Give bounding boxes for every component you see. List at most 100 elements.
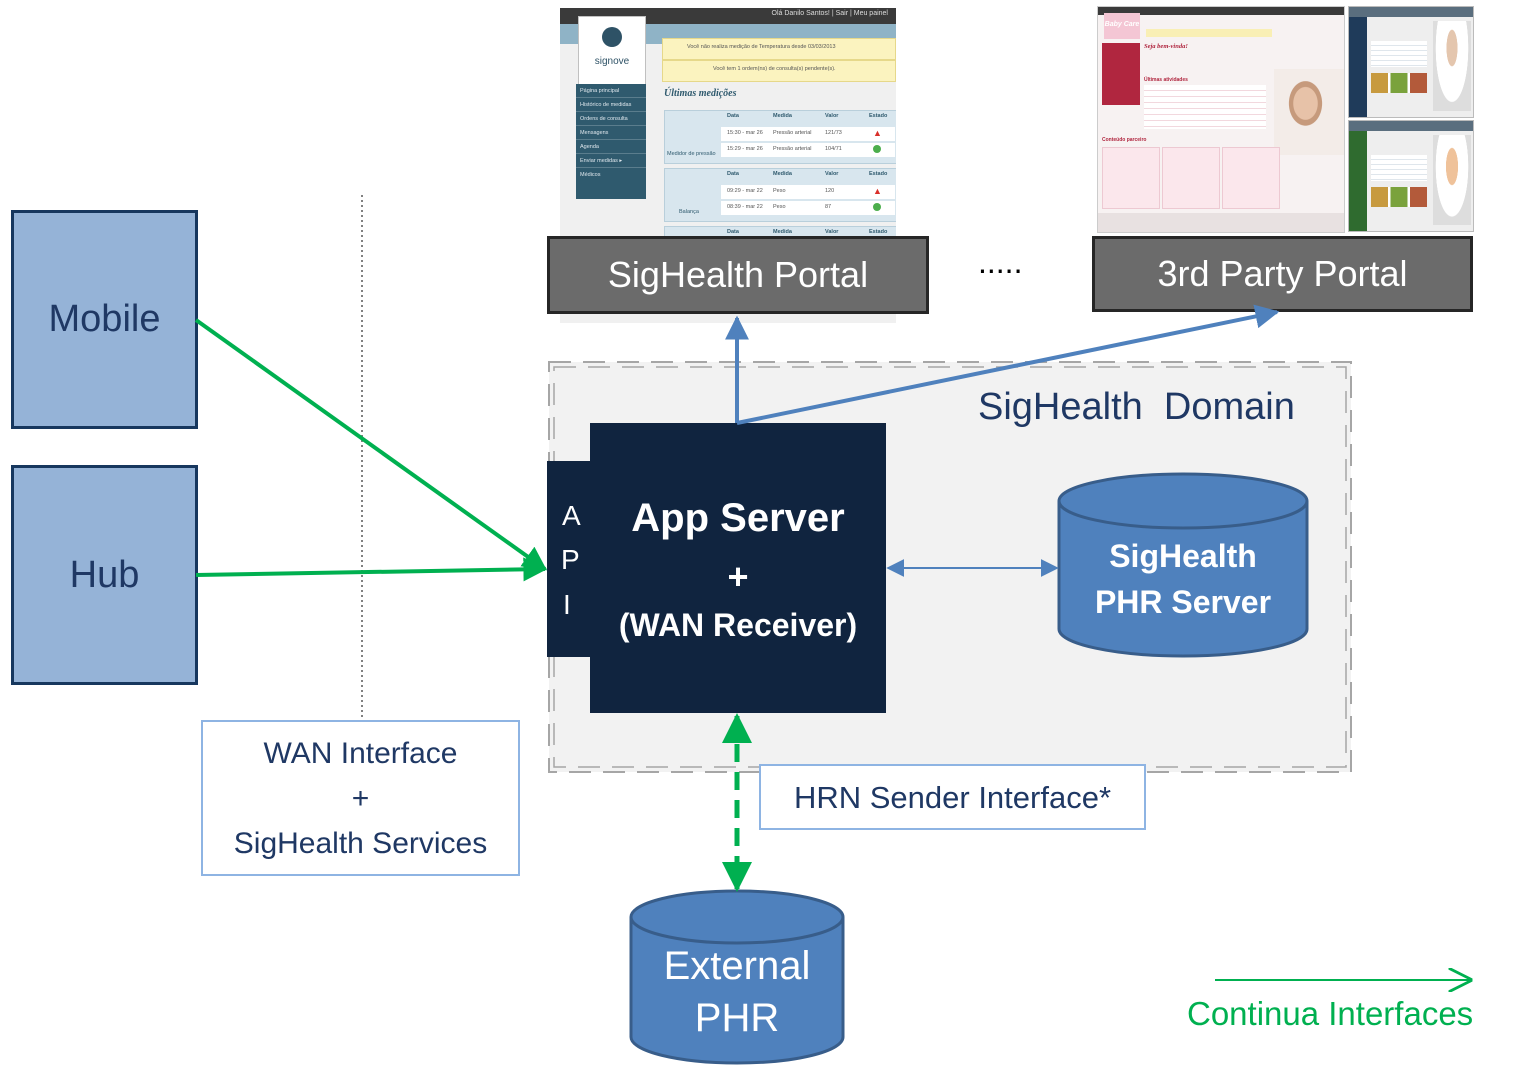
- cell-value: 87: [825, 204, 832, 210]
- col-date: Data: [727, 113, 739, 119]
- external-phr-label-1: External: [663, 944, 811, 988]
- ok-icon: [873, 203, 881, 211]
- cell-measure: Peso: [773, 188, 786, 194]
- third-party-thumbnail: [1348, 6, 1474, 118]
- signove-sidebar-item[interactable]: Histórico de medidas: [576, 98, 646, 112]
- thumb-topbar: [1349, 7, 1473, 17]
- thumb-photo: [1433, 21, 1471, 111]
- signove-logo-text: signove: [594, 56, 630, 67]
- phr-server-cylinder: [1057, 472, 1309, 658]
- hrn-sender-note: HRN Sender Interface*: [759, 764, 1146, 830]
- col-state: Estado: [869, 229, 888, 235]
- cell-date: 08:39 - mar 22: [727, 204, 763, 210]
- signove-logo-icon: [602, 27, 622, 47]
- babycare-welcome: Seja bem-vinda!: [1144, 43, 1188, 50]
- babycare-photo: [1274, 69, 1344, 155]
- thumb-food: [1371, 187, 1427, 207]
- api-letter: A: [562, 500, 581, 531]
- cell-measure: Pressão arterial: [773, 146, 812, 152]
- app-server-to-third-party-portal-link: [736, 304, 1280, 425]
- col-date: Data: [727, 229, 739, 235]
- mobile-label: Mobile: [48, 298, 161, 340]
- ok-icon: [873, 145, 881, 153]
- external-phr-label-2: PHR: [694, 996, 780, 1040]
- thumb-photo: [1433, 135, 1471, 225]
- signove-sidebar-item[interactable]: Agenda: [576, 140, 646, 154]
- babycare-logo: Baby Care: [1104, 21, 1140, 28]
- signove-alert: Você tem 1 ordem(ns) de consulta(s) pend…: [662, 60, 896, 82]
- sighealth-portal-screenshot: Olá Danilo Santos! | Sair | Meu painel s…: [560, 8, 896, 323]
- col-state: Estado: [869, 113, 888, 119]
- signove-sidebar-item[interactable]: Enviar medidas ▸: [576, 154, 646, 168]
- signove-alert-text: Você não realiza medição de Temperatura …: [687, 44, 836, 50]
- signove-card-device: Medidor de pressão: [667, 151, 716, 157]
- hub-label: Hub: [69, 553, 140, 596]
- thumb-sidebar: [1349, 131, 1367, 231]
- wan-interface-note: WAN Interface + SigHealth Services: [201, 720, 520, 876]
- phr-server-label-1: SigHealth: [1109, 538, 1257, 574]
- warning-icon: ▲: [873, 186, 882, 196]
- signove-alert: Você não realiza medição de Temperatura …: [662, 38, 896, 60]
- thumb-table: [1371, 155, 1427, 181]
- signove-sidebar-item[interactable]: Página principal: [576, 84, 646, 98]
- portal-ellipsis: .....: [978, 244, 1023, 280]
- signove-sidebar-item[interactable]: Ordens de consulta: [576, 112, 646, 126]
- signove-sidebar: Página principal Histórico de medidas Or…: [576, 84, 646, 199]
- babycare-sidebar: [1102, 43, 1140, 105]
- app-server-subtitle: (WAN Receiver): [618, 607, 858, 643]
- col-measure: Medida: [773, 229, 792, 235]
- signove-card: Balança Data Medida Valor Estado 09:29 -…: [664, 168, 896, 222]
- third-party-portal-label: 3rd Party Portal: [1157, 253, 1408, 294]
- signove-card: Medidor de pressão Data Medida Valor Est…: [664, 110, 896, 164]
- screenshot-topbar-text: Olá Danilo Santos! | Sair | Meu painel: [771, 10, 888, 17]
- babycare-section: Últimas atividades: [1144, 77, 1188, 83]
- cell-date: 15:29 - mar 26: [727, 146, 763, 152]
- sighealth-portal-label: SigHealth Portal: [607, 254, 869, 295]
- thumb-food: [1371, 73, 1427, 93]
- cell-date: 15:30 - mar 26: [727, 130, 763, 136]
- external-phr-cylinder: [629, 889, 845, 1065]
- wan-note-line3: SigHealth Services: [233, 826, 488, 860]
- signove-card-device: Balança: [679, 209, 699, 215]
- table-row: 15:29 - mar 26 Pressão arterial 104/71: [721, 143, 895, 157]
- col-date: Data: [727, 171, 739, 177]
- thumb-topbar: [1349, 121, 1473, 131]
- api-letter: I: [563, 589, 571, 620]
- signove-sidebar-item[interactable]: Mensagens: [576, 126, 646, 140]
- sighealth-portal-box: SigHealth Portal: [547, 236, 929, 314]
- hub-box: Hub: [11, 465, 198, 685]
- third-party-portal-box: 3rd Party Portal: [1092, 236, 1473, 312]
- table-row: 15:30 - mar 26 Pressão arterial 121/73 ▲: [721, 127, 895, 141]
- babycare-table: [1144, 85, 1266, 129]
- signove-sidebar-item[interactable]: Médicos: [580, 172, 601, 178]
- table-row: 08:39 - mar 22 Peso 87: [721, 201, 895, 215]
- babycare-bottom: Conteúdo parceiro: [1102, 137, 1147, 143]
- hub-to-api-link: [195, 557, 548, 582]
- babycare-article: [1222, 147, 1280, 209]
- phr-server-label-2: PHR Server: [1094, 584, 1272, 620]
- app-server-title: App Server: [631, 496, 845, 540]
- wan-note-line2: +: [351, 781, 370, 815]
- signove-alert-text: Você tem 1 ordem(ns) de consulta(s) pend…: [713, 66, 836, 72]
- third-party-portal-screenshot: Baby Care Seja bem-vinda! Últimas ativid…: [1097, 6, 1345, 233]
- mobile-to-api-link: [194, 318, 547, 571]
- signove-logo-box: signove: [578, 16, 646, 88]
- cell-value: 120: [825, 188, 835, 194]
- api-letter: P: [561, 544, 580, 575]
- col-value: Valor: [825, 229, 839, 235]
- cell-measure: Peso: [773, 204, 786, 210]
- col-measure: Medida: [773, 171, 792, 177]
- cell-date: 09:29 - mar 22: [727, 188, 763, 194]
- app-server-plus: +: [727, 556, 749, 597]
- third-party-thumbnail: [1348, 120, 1474, 232]
- babycare-alert: [1146, 29, 1272, 37]
- wan-note-line1: WAN Interface: [263, 736, 458, 770]
- hrn-note-text: HRN Sender Interface*: [793, 779, 1112, 815]
- babycare-footer: [1098, 213, 1344, 232]
- col-value: Valor: [825, 113, 839, 119]
- api-tab: [547, 461, 595, 657]
- table-row: 09:29 - mar 22 Peso 120 ▲: [721, 185, 895, 199]
